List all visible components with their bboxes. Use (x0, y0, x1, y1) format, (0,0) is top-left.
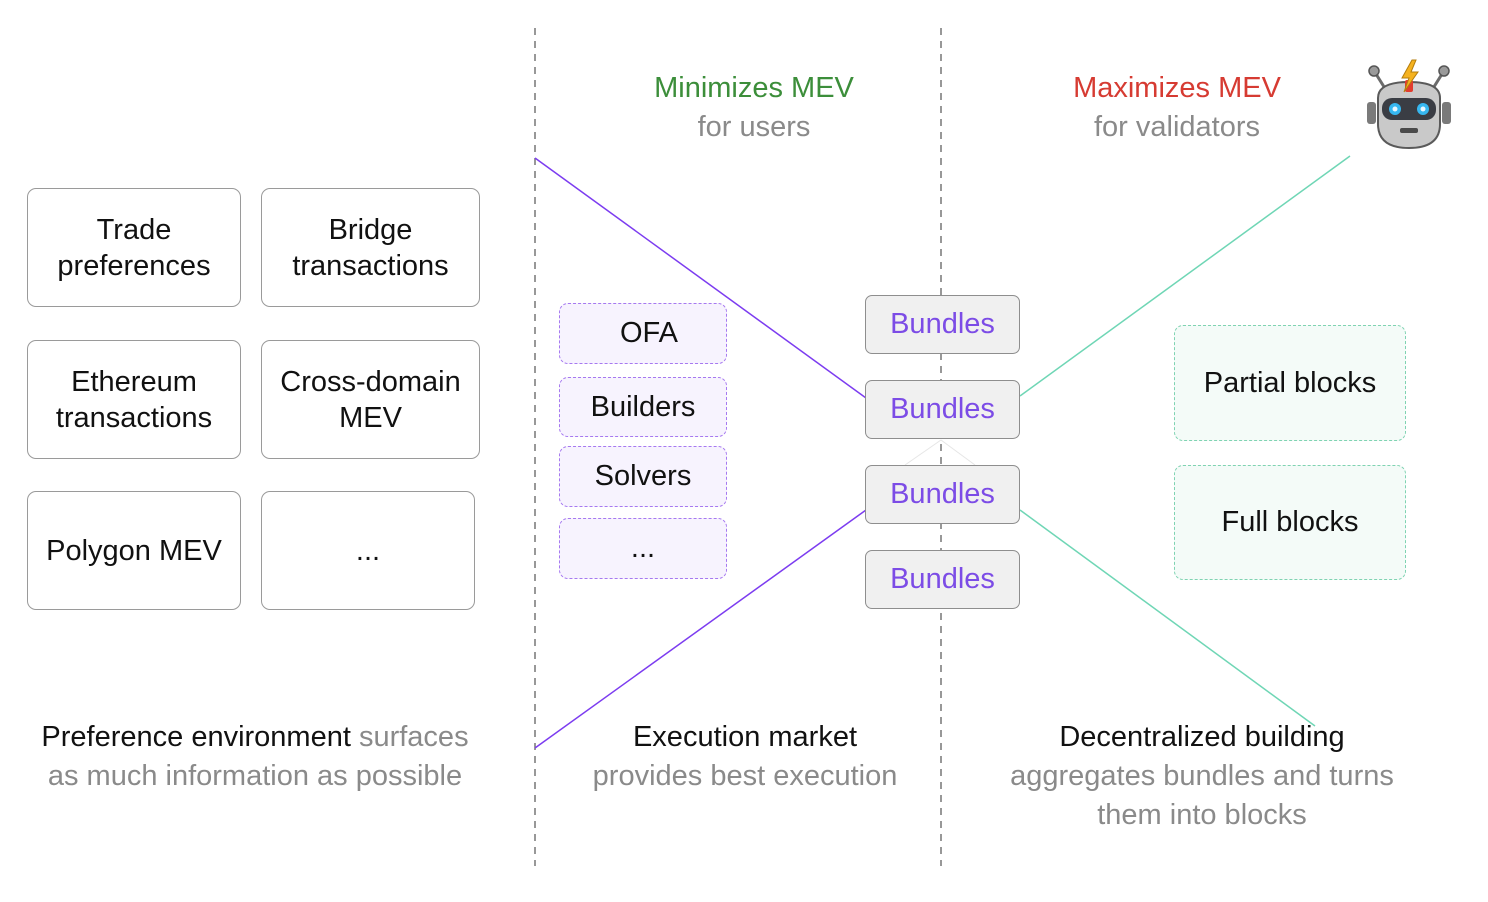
pref-box-cross-domain-mev: Cross-domain MEV (261, 340, 480, 459)
pref-label-polygon-mev: Polygon MEV (46, 534, 222, 567)
block-box-partial: Partial blocks (1174, 325, 1406, 441)
block-label-full: Full blocks (1221, 506, 1359, 538)
bundle-box-2: Bundles (865, 380, 1020, 439)
minimizes-mev-label: Minimizes MEV (654, 72, 854, 104)
bundle-box-4: Bundles (865, 550, 1020, 609)
bundle-label-3: Bundles (890, 478, 995, 510)
exec-box-solvers: Solvers (559, 446, 727, 507)
building-caption-gray-2: them into blocks (1097, 799, 1307, 831)
exec-label-ellipsis: ... (630, 532, 656, 564)
faint-line-2 (904, 439, 942, 466)
bundle-label-4: Bundles (890, 563, 995, 595)
execution-caption-bold: Execution market (632, 721, 858, 753)
exec-label-builders: Builders (590, 390, 696, 423)
purple-line-bottom (534, 509, 867, 749)
maximizes-mev-label: Maximizes MEV (1073, 72, 1281, 104)
purple-line-top (534, 157, 867, 399)
teal-line-bottom (1019, 509, 1316, 727)
bundle-box-1: Bundles (865, 295, 1020, 354)
pref-label-ethereum-transactions: Ethereum transactions (55, 365, 213, 434)
bundle-label-1: Bundles (890, 308, 995, 340)
execution-caption: Execution market provides best execution (560, 718, 930, 796)
faint-line-1 (940, 439, 976, 466)
teal-line-top (1019, 155, 1351, 397)
exec-box-ellipsis: ... (559, 518, 727, 579)
for-users-label: for users (697, 111, 811, 143)
preference-caption-bold: Preference environment (41, 721, 351, 753)
pref-box-polygon-mev: Polygon MEV (27, 491, 241, 610)
preference-caption-gray-1: surfaces (350, 721, 469, 753)
exec-label-solvers: Solvers (594, 460, 692, 492)
building-heading: Maximizes MEV for validators (1022, 69, 1332, 147)
pref-box-bridge-transactions: Bridge transactions (261, 188, 480, 307)
robot-icon (1367, 59, 1451, 150)
exec-box-builders: Builders (559, 377, 727, 437)
block-box-full: Full blocks (1174, 465, 1406, 580)
execution-heading: Minimizes MEV for users (604, 69, 904, 147)
pref-label-ellipsis: ... (355, 534, 381, 567)
execution-caption-gray: provides best execution (592, 760, 898, 792)
bundle-label-2: Bundles (890, 393, 995, 425)
pref-label-cross-domain-mev: Cross-domain MEV (280, 365, 461, 434)
pref-box-ethereum-transactions: Ethereum transactions (27, 340, 241, 459)
building-caption-bold: Decentralized building (1059, 721, 1345, 753)
exec-label-ofa: OFA (619, 317, 678, 349)
pref-box-ellipsis: ... (261, 491, 475, 610)
building-caption-gray-1: aggregates bundles and turns (1010, 760, 1394, 792)
pref-box-trade-preferences: Trade preferences (27, 188, 241, 307)
for-validators-label: for validators (1093, 111, 1260, 143)
building-caption: Decentralized building aggregates bundle… (982, 718, 1422, 835)
preference-caption-gray-2: as much information as possible (47, 760, 463, 792)
preference-caption: Preference environment surfaces as much … (10, 718, 500, 796)
block-label-partial: Partial blocks (1203, 366, 1377, 399)
exec-box-ofa: OFA (559, 303, 727, 364)
bundle-box-3: Bundles (865, 465, 1020, 524)
pref-label-trade-preferences: Trade preferences (57, 213, 211, 282)
pref-label-bridge-transactions: Bridge transactions (292, 213, 449, 282)
